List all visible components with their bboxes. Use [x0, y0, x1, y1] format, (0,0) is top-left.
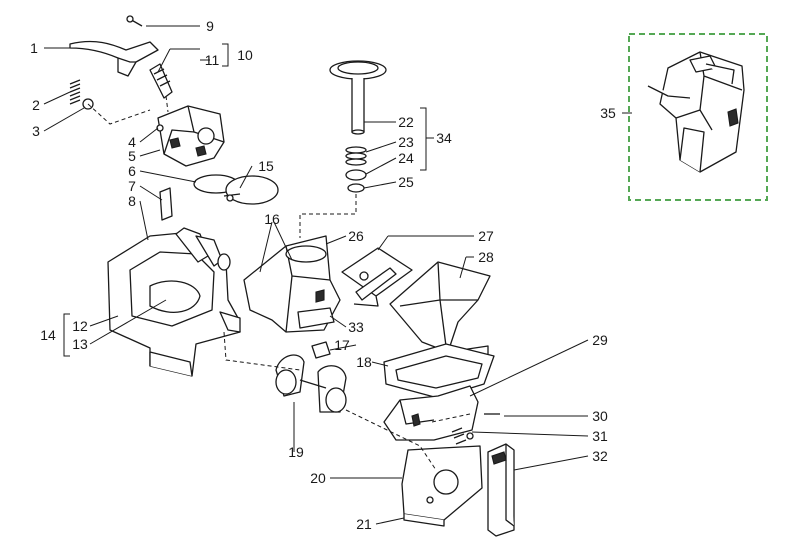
- callout-30: 30: [592, 408, 608, 424]
- callout-1: 1: [30, 40, 38, 56]
- assembly-line-pin: [165, 95, 169, 113]
- callout-labels: 1 2 3 4 5 6 7 8 9 10 11 12 13 14 15 16 1…: [30, 18, 616, 532]
- part-26-block: [243, 235, 341, 333]
- part-15-disc-valve: [223, 175, 279, 205]
- callout-26: 26: [348, 228, 364, 244]
- part-27-bracket: [341, 247, 413, 307]
- callout-28: 28: [478, 249, 494, 265]
- part-1-lever: [69, 40, 159, 77]
- part-4-small-ball: [156, 124, 164, 132]
- part-29-side-plate: [383, 385, 479, 441]
- part-2-spring: [69, 79, 81, 105]
- callout-25: 25: [398, 174, 414, 190]
- part-19-cam-assembly: [275, 354, 347, 413]
- callout-20: 20: [310, 470, 326, 486]
- callout-19: 19: [288, 444, 304, 460]
- callout-15: 15: [258, 158, 274, 174]
- callout-7: 7: [128, 178, 136, 194]
- callout-27: 27: [478, 228, 494, 244]
- callout-13: 13: [72, 336, 88, 352]
- bracket-34: [420, 107, 427, 171]
- callout-31: 31: [592, 428, 608, 444]
- part-20-base-plate: [401, 445, 483, 527]
- part-11-pin: [149, 63, 173, 99]
- callout-16: 16: [264, 211, 280, 227]
- callout-3: 3: [32, 123, 40, 139]
- callout-6: 6: [128, 163, 136, 179]
- leader-lines: [43, 25, 589, 525]
- callout-14: 14: [40, 327, 56, 343]
- bracket-14: [63, 313, 70, 357]
- callout-8: 8: [128, 193, 136, 209]
- part-18-tray: [383, 343, 495, 399]
- part-9-screw: [126, 15, 143, 27]
- assembled-view-inset-frame: [628, 33, 768, 201]
- assembly-line-cam-to-base: [345, 409, 437, 471]
- part-23-spring: [345, 146, 367, 166]
- callout-29: 29: [592, 332, 608, 348]
- part-7-plate: [159, 187, 173, 221]
- bracket-10: [222, 43, 229, 67]
- part-22-plunger: [329, 60, 387, 135]
- callout-2: 2: [32, 97, 40, 113]
- callout-35: 35: [600, 105, 616, 121]
- callout-33: 33: [348, 319, 364, 335]
- assembly-line-ball: [87, 103, 151, 125]
- callout-9: 9: [206, 18, 214, 34]
- assembly-line-plunger: [299, 194, 357, 238]
- part-17-block: [311, 341, 331, 359]
- part-24-washer: [345, 169, 367, 181]
- callout-34: 34: [436, 130, 452, 146]
- callout-21: 21: [356, 516, 372, 532]
- assembly-line-frame-to-base: [223, 331, 301, 371]
- callout-32: 32: [592, 448, 608, 464]
- callout-24: 24: [398, 150, 414, 166]
- callout-5: 5: [128, 148, 136, 164]
- callout-10: 10: [237, 47, 253, 63]
- part-5-valve-body: [157, 105, 225, 167]
- callout-11: 11: [205, 52, 220, 68]
- callout-4: 4: [128, 134, 136, 150]
- part-8-left-frame: [107, 227, 241, 377]
- callout-17: 17: [334, 337, 350, 353]
- part-25-o-ring: [347, 183, 365, 193]
- part-31-spring-clip: [451, 427, 474, 445]
- callout-23: 23: [398, 134, 414, 150]
- callout-12: 12: [72, 318, 88, 334]
- callout-18: 18: [356, 354, 372, 370]
- part-32-handle: [487, 443, 515, 537]
- callout-22: 22: [398, 114, 414, 130]
- assembled-unit-drawing: [647, 51, 745, 173]
